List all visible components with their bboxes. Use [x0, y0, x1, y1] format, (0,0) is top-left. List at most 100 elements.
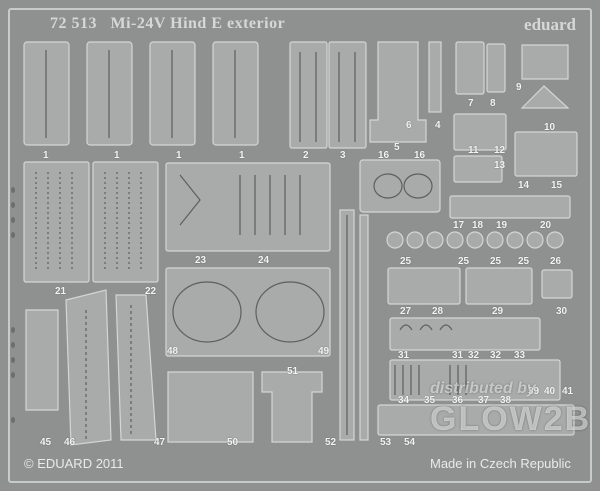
part-48b [359, 214, 369, 441]
part-41 [25, 309, 59, 411]
part-27-28 [387, 267, 461, 305]
part-number: 39 [528, 386, 540, 397]
part-number: 50 [227, 437, 239, 448]
brand-logo: eduard [524, 15, 576, 34]
part-number: 1 [176, 150, 182, 161]
part-number: 25 [490, 256, 502, 267]
part-16 [359, 159, 441, 213]
part-number: 5 [394, 142, 400, 153]
part-number: 22 [145, 286, 157, 297]
part-number: 41 [562, 386, 574, 397]
part-number: 52 [325, 437, 337, 448]
part-31-33 [389, 317, 541, 351]
part-46 [167, 371, 254, 443]
part-number: 40 [544, 386, 556, 397]
part-42 [65, 289, 112, 446]
part-44-45 [165, 267, 331, 357]
part-2 [289, 41, 328, 149]
part-29 [465, 267, 533, 305]
part-23-24 [165, 162, 331, 252]
part-number: 18 [472, 220, 484, 231]
part-number: 28 [432, 306, 444, 317]
part-number: 45 [40, 437, 52, 448]
part-number: 3 [340, 150, 346, 161]
part-number: 38 [500, 395, 512, 406]
part-14-15 [514, 131, 578, 177]
part-number: 53 [380, 437, 392, 448]
part-number: 19 [496, 220, 508, 231]
part-22 [92, 161, 159, 283]
part-number: 14 [518, 180, 530, 191]
part-25-discs [386, 231, 564, 249]
part-number: 1 [43, 150, 49, 161]
fret-holes [11, 187, 15, 423]
fret-name: Mi-24V Hind E exterior [110, 15, 286, 32]
part-number: 12 [494, 145, 506, 156]
part-8 [486, 43, 506, 93]
part-number: 13 [494, 160, 506, 171]
part-number: 27 [400, 306, 412, 317]
part-number: 8 [490, 98, 496, 109]
part-11-12 [453, 113, 507, 151]
fret-code: 72 513 [50, 15, 97, 32]
part-number: 23 [195, 255, 207, 266]
part-number: 46 [64, 437, 76, 448]
part-number: 31 [452, 350, 464, 361]
copyright-text: © EDUARD 2011 [24, 456, 124, 471]
part-3 [328, 41, 367, 149]
part-number: 1 [114, 150, 120, 161]
part-26 [541, 269, 573, 299]
part-number: 4 [435, 120, 441, 131]
part-7 [455, 41, 485, 95]
fret-title: 72 513 Mi-24V Hind E exterior [50, 15, 285, 33]
part-43 [115, 294, 157, 441]
part-number: 35 [424, 395, 436, 406]
part-number: 33 [514, 350, 526, 361]
part-number: 24 [258, 255, 270, 266]
part-21 [23, 161, 90, 283]
part-number: 31 [398, 350, 410, 361]
fret-frame [8, 8, 592, 483]
part-34-40 [389, 359, 561, 401]
part-number: 2 [303, 150, 309, 161]
part-number: 48 [167, 346, 179, 357]
watermark-line1: distributed by [430, 380, 536, 397]
part-number: 26 [550, 256, 562, 267]
part-10 [520, 85, 570, 109]
part-number: 32 [468, 350, 480, 361]
part-13 [453, 155, 503, 183]
part-number: 54 [404, 437, 416, 448]
part-6 [428, 41, 442, 113]
part-number: 25 [518, 256, 530, 267]
part-47 [261, 371, 323, 443]
part-17-20 [449, 195, 571, 219]
part-number: 30 [556, 306, 568, 317]
part-number: 25 [400, 256, 412, 267]
part-number: 15 [551, 180, 563, 191]
part-number: 11 [468, 145, 479, 156]
part-number: 9 [516, 82, 522, 93]
part-number: 37 [478, 395, 490, 406]
watermark-logo: GLOW2B [430, 400, 592, 438]
part-number: 49 [318, 346, 330, 357]
part-number: 36 [452, 395, 464, 406]
part-number: 32 [490, 350, 502, 361]
part-number: 25 [458, 256, 470, 267]
part-number: 21 [55, 286, 67, 297]
part-5 [369, 41, 427, 143]
part-49-54 [377, 404, 575, 436]
part-number: 51 [287, 366, 299, 377]
part-number: 34 [398, 395, 410, 406]
part-number: 10 [544, 122, 556, 133]
part-number: 6 [406, 120, 412, 131]
part-number: 16 [378, 150, 390, 161]
part-number: 16 [414, 150, 426, 161]
part-1-panel [23, 41, 259, 146]
part-number: 29 [492, 306, 504, 317]
part-number: 17 [453, 220, 465, 231]
part-number: 20 [540, 220, 552, 231]
part-number: 47 [154, 437, 166, 448]
origin-text: Made in Czech Republic [430, 456, 571, 471]
